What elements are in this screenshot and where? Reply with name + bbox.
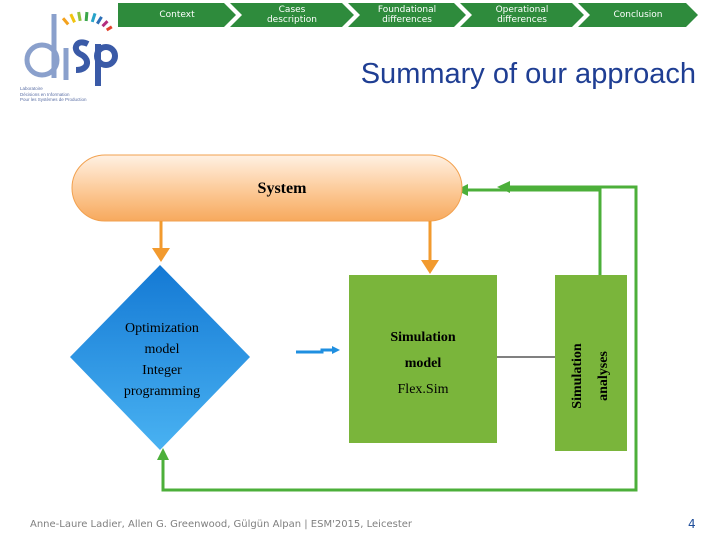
simulation-text: Simulation model Flex.Sim	[349, 325, 497, 403]
optimization-text: Optimization model Integer programming	[92, 318, 232, 402]
nav-item-operational-differences[interactable]: Operational differences	[460, 3, 584, 27]
analyses-line: analyses	[596, 351, 611, 401]
logo-letters-icon	[24, 14, 69, 80]
simulation-analyses-box	[555, 275, 627, 451]
nav-item-conclusion[interactable]: Conclusion	[578, 3, 698, 27]
nav-label: Context	[159, 10, 195, 20]
nav-label: Cases description	[266, 5, 318, 25]
nav-label: Conclusion	[613, 10, 663, 20]
logo-subtitle: Laboratoire Décisions en Information Pou…	[20, 86, 130, 103]
system-label: System	[257, 180, 307, 197]
nav-item-context[interactable]: Context	[118, 3, 236, 27]
footer-authors: Anne-Laure Ladier, Allen G. Greenwood, G…	[30, 519, 413, 530]
optimization-diamond	[70, 265, 250, 450]
analyses-line: Simulation	[570, 343, 585, 409]
logo-rays-icon	[61, 11, 113, 32]
section-nav: Context Cases description Foundational d…	[118, 3, 698, 27]
arrow-head-top-right	[497, 181, 510, 193]
simulation-box	[349, 275, 497, 443]
logo-subtitle-line: Laboratoire	[20, 86, 43, 91]
simulation-analyses-text: Simulation analyses	[565, 306, 617, 446]
simulation-line: Simulation	[390, 330, 456, 345]
slide-title: Summary of our approach	[360, 58, 696, 90]
arrow-optimization-to-simulation	[296, 346, 340, 354]
nav-item-foundational-differences[interactable]: Foundational differences	[348, 3, 466, 27]
page-number: 4	[688, 517, 696, 531]
nav-label: Operational differences	[495, 5, 549, 25]
arrow-head-bottom-left	[157, 448, 169, 460]
optimization-line: Optimization	[125, 321, 199, 336]
system-box	[71, 154, 463, 222]
logo-subtitle-line: Pour les Systèmes de Production	[20, 97, 87, 102]
simulation-line: model	[404, 356, 442, 371]
optimization-line: programming	[123, 384, 201, 399]
nav-item-cases-description[interactable]: Cases description	[230, 3, 354, 27]
optimization-line: Integer	[142, 363, 182, 378]
simulation-line: Flex.Sim	[397, 382, 449, 397]
disp-logo	[24, 11, 118, 86]
feedback-loop-outer	[161, 185, 638, 492]
feedback-loop-top	[465, 188, 602, 276]
nav-label: Foundational differences	[377, 5, 437, 25]
optimization-line: model	[144, 342, 180, 357]
logo-subtitle-line: Décisions en Information	[20, 91, 70, 97]
